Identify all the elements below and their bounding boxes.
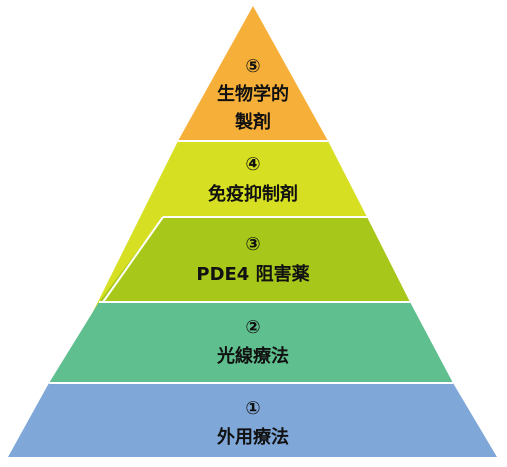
tier-4-number: ④ <box>245 154 260 175</box>
pyramid-tier-2 <box>49 302 453 383</box>
tier-5-label-line-2: 製剤 <box>234 111 271 133</box>
separator-tier3-left-edge <box>102 216 164 303</box>
pyramid-tier-5 <box>178 6 328 141</box>
tier-5-label-line-1: 生物学的 <box>217 83 289 105</box>
tier-3-number: ③ <box>245 234 260 255</box>
tier-1-label: 外用療法 <box>217 426 289 448</box>
tier-3-label: PDE4 阻害薬 <box>196 263 309 285</box>
tier-1-number: ① <box>245 398 260 419</box>
tier-2-number: ② <box>245 317 260 338</box>
tier-4-label: 免疫抑制剤 <box>208 183 298 205</box>
tier-5-number: ⑤ <box>245 56 260 77</box>
pyramid-tier-1 <box>8 383 497 457</box>
tier-2-label: 光線療法 <box>216 345 289 367</box>
pyramid-tier-3 <box>99 217 410 302</box>
